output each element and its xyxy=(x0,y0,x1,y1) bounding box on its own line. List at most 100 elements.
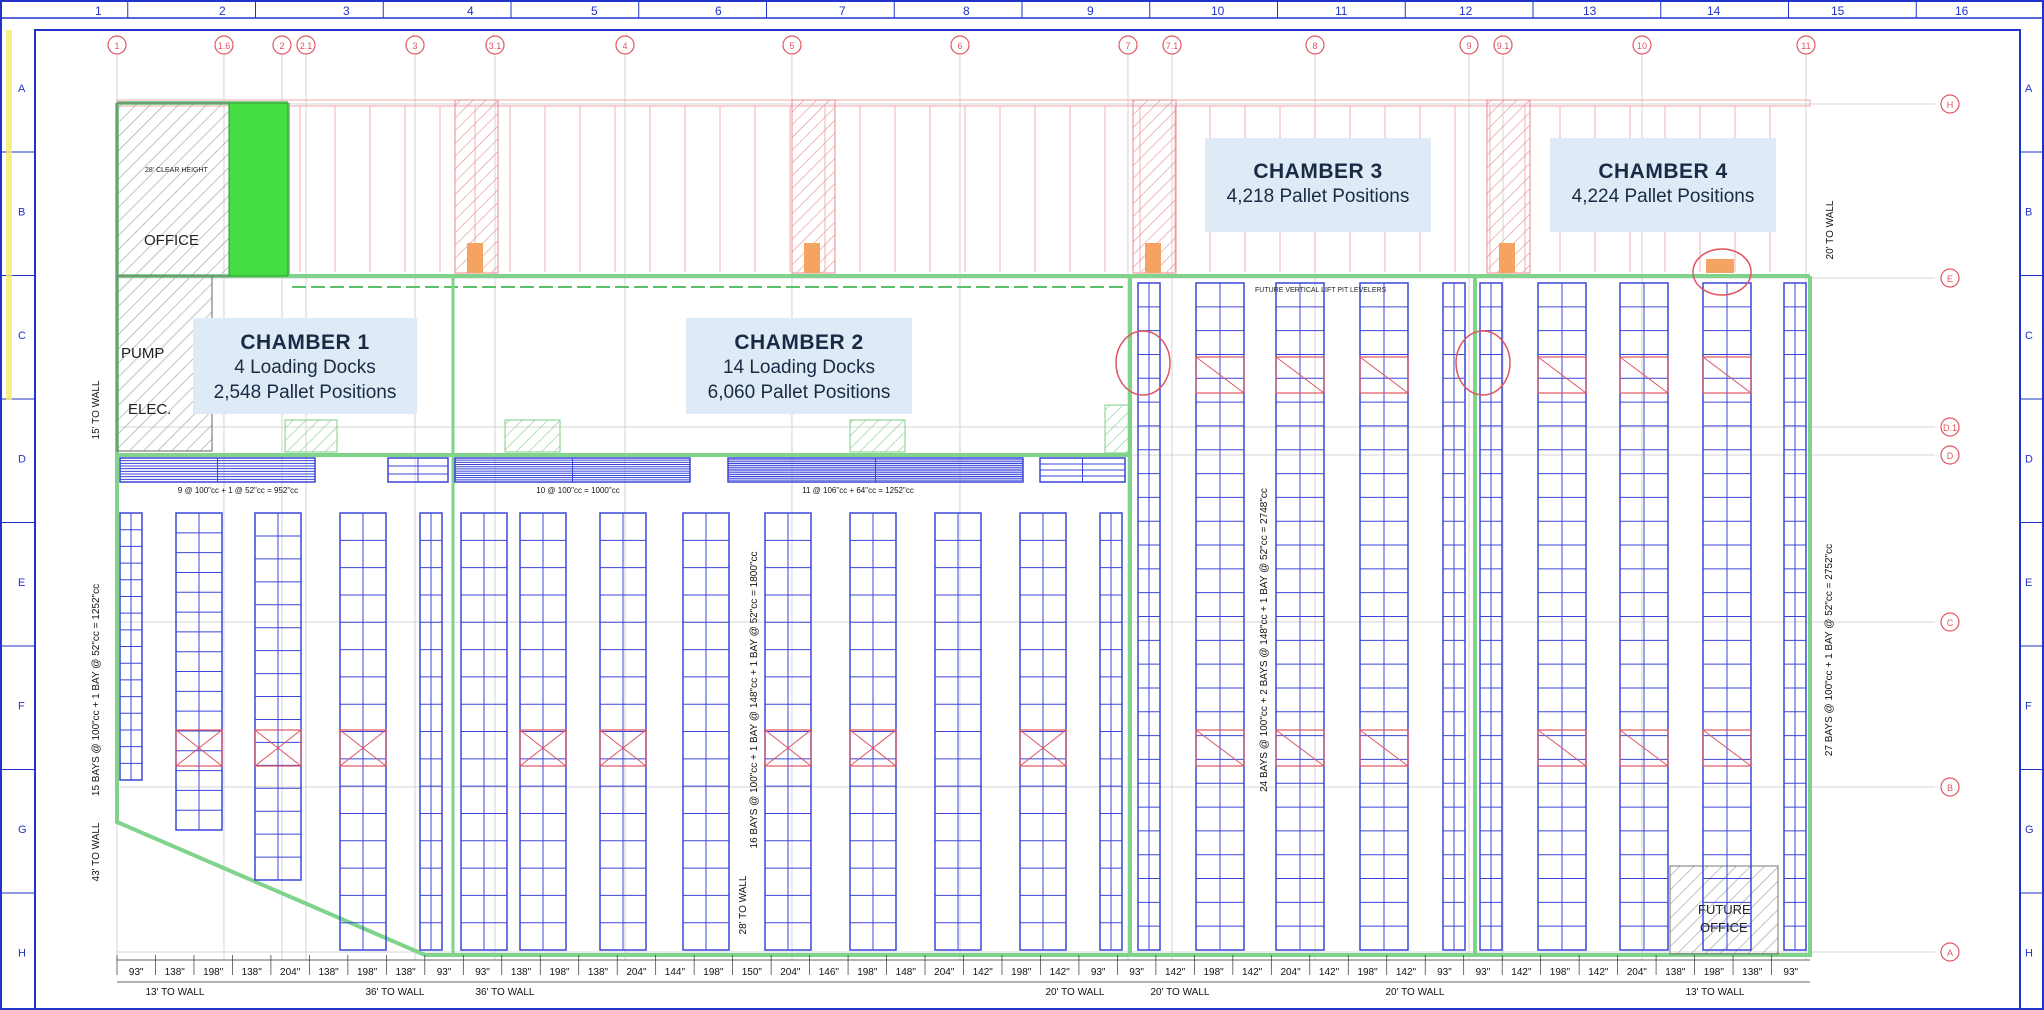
dim-to-wall: 13' TO WALL xyxy=(1686,987,1745,998)
border-row-label-left: G xyxy=(18,824,27,836)
grid-bubble xyxy=(615,35,635,55)
dim-value: 204" xyxy=(780,967,801,978)
dim-43-to-wall: 43' TO WALL xyxy=(91,822,102,881)
grid-row-bubble-label: C xyxy=(1947,618,1954,628)
border-col-label: 1 xyxy=(95,4,102,18)
border-row-label-left: C xyxy=(18,330,26,342)
grid-bubble-label: 1 xyxy=(114,41,119,51)
pump-label: PUMP xyxy=(121,345,165,362)
cross-aisle-band xyxy=(1019,729,1067,767)
revision-clouds xyxy=(1115,248,1752,396)
grid-bubble-label: 8 xyxy=(1312,41,1317,51)
cross-aisle-x xyxy=(599,729,647,767)
cross-aisle-band xyxy=(1359,729,1409,767)
cross-aisle-band xyxy=(1619,729,1669,767)
elec-label: ELEC. xyxy=(128,401,172,418)
border-col-label: 11 xyxy=(1335,4,1348,18)
chamber-1-pallets: 2,548 Pallet Positions xyxy=(213,382,397,403)
grid-bubble-label: 11 xyxy=(1801,41,1810,51)
grid-bubble-label: 6 xyxy=(957,41,962,51)
dim-value: 93" xyxy=(1783,967,1798,978)
dim-to-wall: 36' TO WALL xyxy=(366,987,425,998)
dock-leveler xyxy=(804,243,820,273)
grid-row-bubble xyxy=(1940,417,1960,437)
grid-bubble-label: 4 xyxy=(622,41,627,51)
dim-chamber3-vertical: 24 BAYS @ 100"cc + 2 BAYS @ 148"cc + 1 B… xyxy=(1259,488,1270,792)
dim-value: 138" xyxy=(319,967,340,978)
cross-aisle-x xyxy=(1359,729,1409,767)
dim-value: 198" xyxy=(703,967,724,978)
dim-value: 138" xyxy=(242,967,263,978)
dim-value: 198" xyxy=(357,967,378,978)
cross-aisle-x xyxy=(1619,729,1669,767)
border-row-label-right: B xyxy=(2025,207,2032,219)
chamber-4-pallets: 4,224 Pallet Positions xyxy=(1571,186,1755,207)
cross-aisle-x xyxy=(1275,729,1325,767)
cross-aisle-x xyxy=(519,729,567,767)
cross-aisle-x xyxy=(1019,729,1067,767)
grid-bubble-label: 9 xyxy=(1466,41,1471,51)
border-col-label: 12 xyxy=(1459,4,1473,18)
dim-value: 142" xyxy=(1319,967,1340,978)
dim-value: 142" xyxy=(1588,967,1609,978)
cross-aisle-x xyxy=(1537,729,1587,767)
cross-aisle-x xyxy=(1275,356,1325,394)
border-col-label: 10 xyxy=(1211,4,1225,18)
dim-value: 93" xyxy=(1476,967,1491,978)
border-row-label-left: A xyxy=(18,83,26,95)
cross-aisle-x xyxy=(764,729,812,767)
dim-15-to-wall: 15' TO WALL xyxy=(91,380,102,439)
cross-aisle-x xyxy=(1702,729,1752,767)
orange-equipment xyxy=(1706,259,1734,273)
grid-row-bubble-label: D xyxy=(1947,451,1954,461)
cross-aisle-band xyxy=(1195,729,1245,767)
grid-bubble xyxy=(296,35,316,55)
cross-aisle-band xyxy=(1359,356,1409,394)
grid-row-bubble xyxy=(1940,942,1960,962)
border-row-label-left: F xyxy=(18,701,25,713)
border-col-label: 9 xyxy=(1087,4,1094,18)
dim-value: 198" xyxy=(1203,967,1224,978)
border-row-label-right: G xyxy=(2025,824,2034,836)
grid-bubble-label: 5 xyxy=(789,41,794,51)
cross-aisle-band xyxy=(849,729,897,767)
border-col-label: 15 xyxy=(1831,4,1845,18)
border-row-label-left: D xyxy=(18,454,26,466)
dim-value: 146" xyxy=(819,967,840,978)
cross-aisle-band xyxy=(764,729,812,767)
border-row-label-right: D xyxy=(2025,454,2033,466)
dim-value: 198" xyxy=(1704,967,1725,978)
grid-row-bubble-label: E xyxy=(1947,274,1953,284)
grid-row-bubble xyxy=(1940,94,1960,114)
grid-bubble-label: 9.1 xyxy=(1497,41,1510,51)
chamber-4-callout: CHAMBER 4 4,224 Pallet Positions xyxy=(1550,138,1776,232)
clear-height-note: 28' CLEAR HEIGHT xyxy=(145,167,209,174)
dim-row-ch2a: 10 @ 100"cc = 1000"cc xyxy=(536,486,619,495)
cross-aisle-band xyxy=(1537,729,1587,767)
chamber-2-title: CHAMBER 2 xyxy=(734,331,864,354)
cross-aisle-band xyxy=(519,729,567,767)
dim-value: 142" xyxy=(1050,967,1071,978)
border-col-label: 5 xyxy=(591,4,598,18)
office-label: OFFICE xyxy=(144,232,199,249)
border-row-label-right: F xyxy=(2025,701,2032,713)
dim-value: 198" xyxy=(203,967,224,978)
dim-value: 138" xyxy=(395,967,416,978)
dock-leveler xyxy=(1145,243,1161,273)
grid-row-bubble-label: D.1 xyxy=(1943,423,1957,433)
dim-value: 150" xyxy=(742,967,763,978)
dim-28-to-wall: 28' TO WALL xyxy=(738,875,749,934)
dim-value: 204" xyxy=(934,967,955,978)
grid-bubble xyxy=(782,35,802,55)
chamber-2-callout: CHAMBER 2 14 Loading Docks 6,060 Pallet … xyxy=(686,318,912,414)
small-hatched-pads xyxy=(284,404,1131,454)
dim-value: 93" xyxy=(437,967,452,978)
grid-bubble-label: 2 xyxy=(279,41,284,51)
cross-aisle-band xyxy=(599,729,647,767)
dim-value: 138" xyxy=(165,967,186,978)
pallet-racks xyxy=(119,282,1807,951)
border-row-label-left: H xyxy=(18,948,26,960)
dim-value: 142" xyxy=(1396,967,1417,978)
border-row-label-left: E xyxy=(18,577,25,589)
